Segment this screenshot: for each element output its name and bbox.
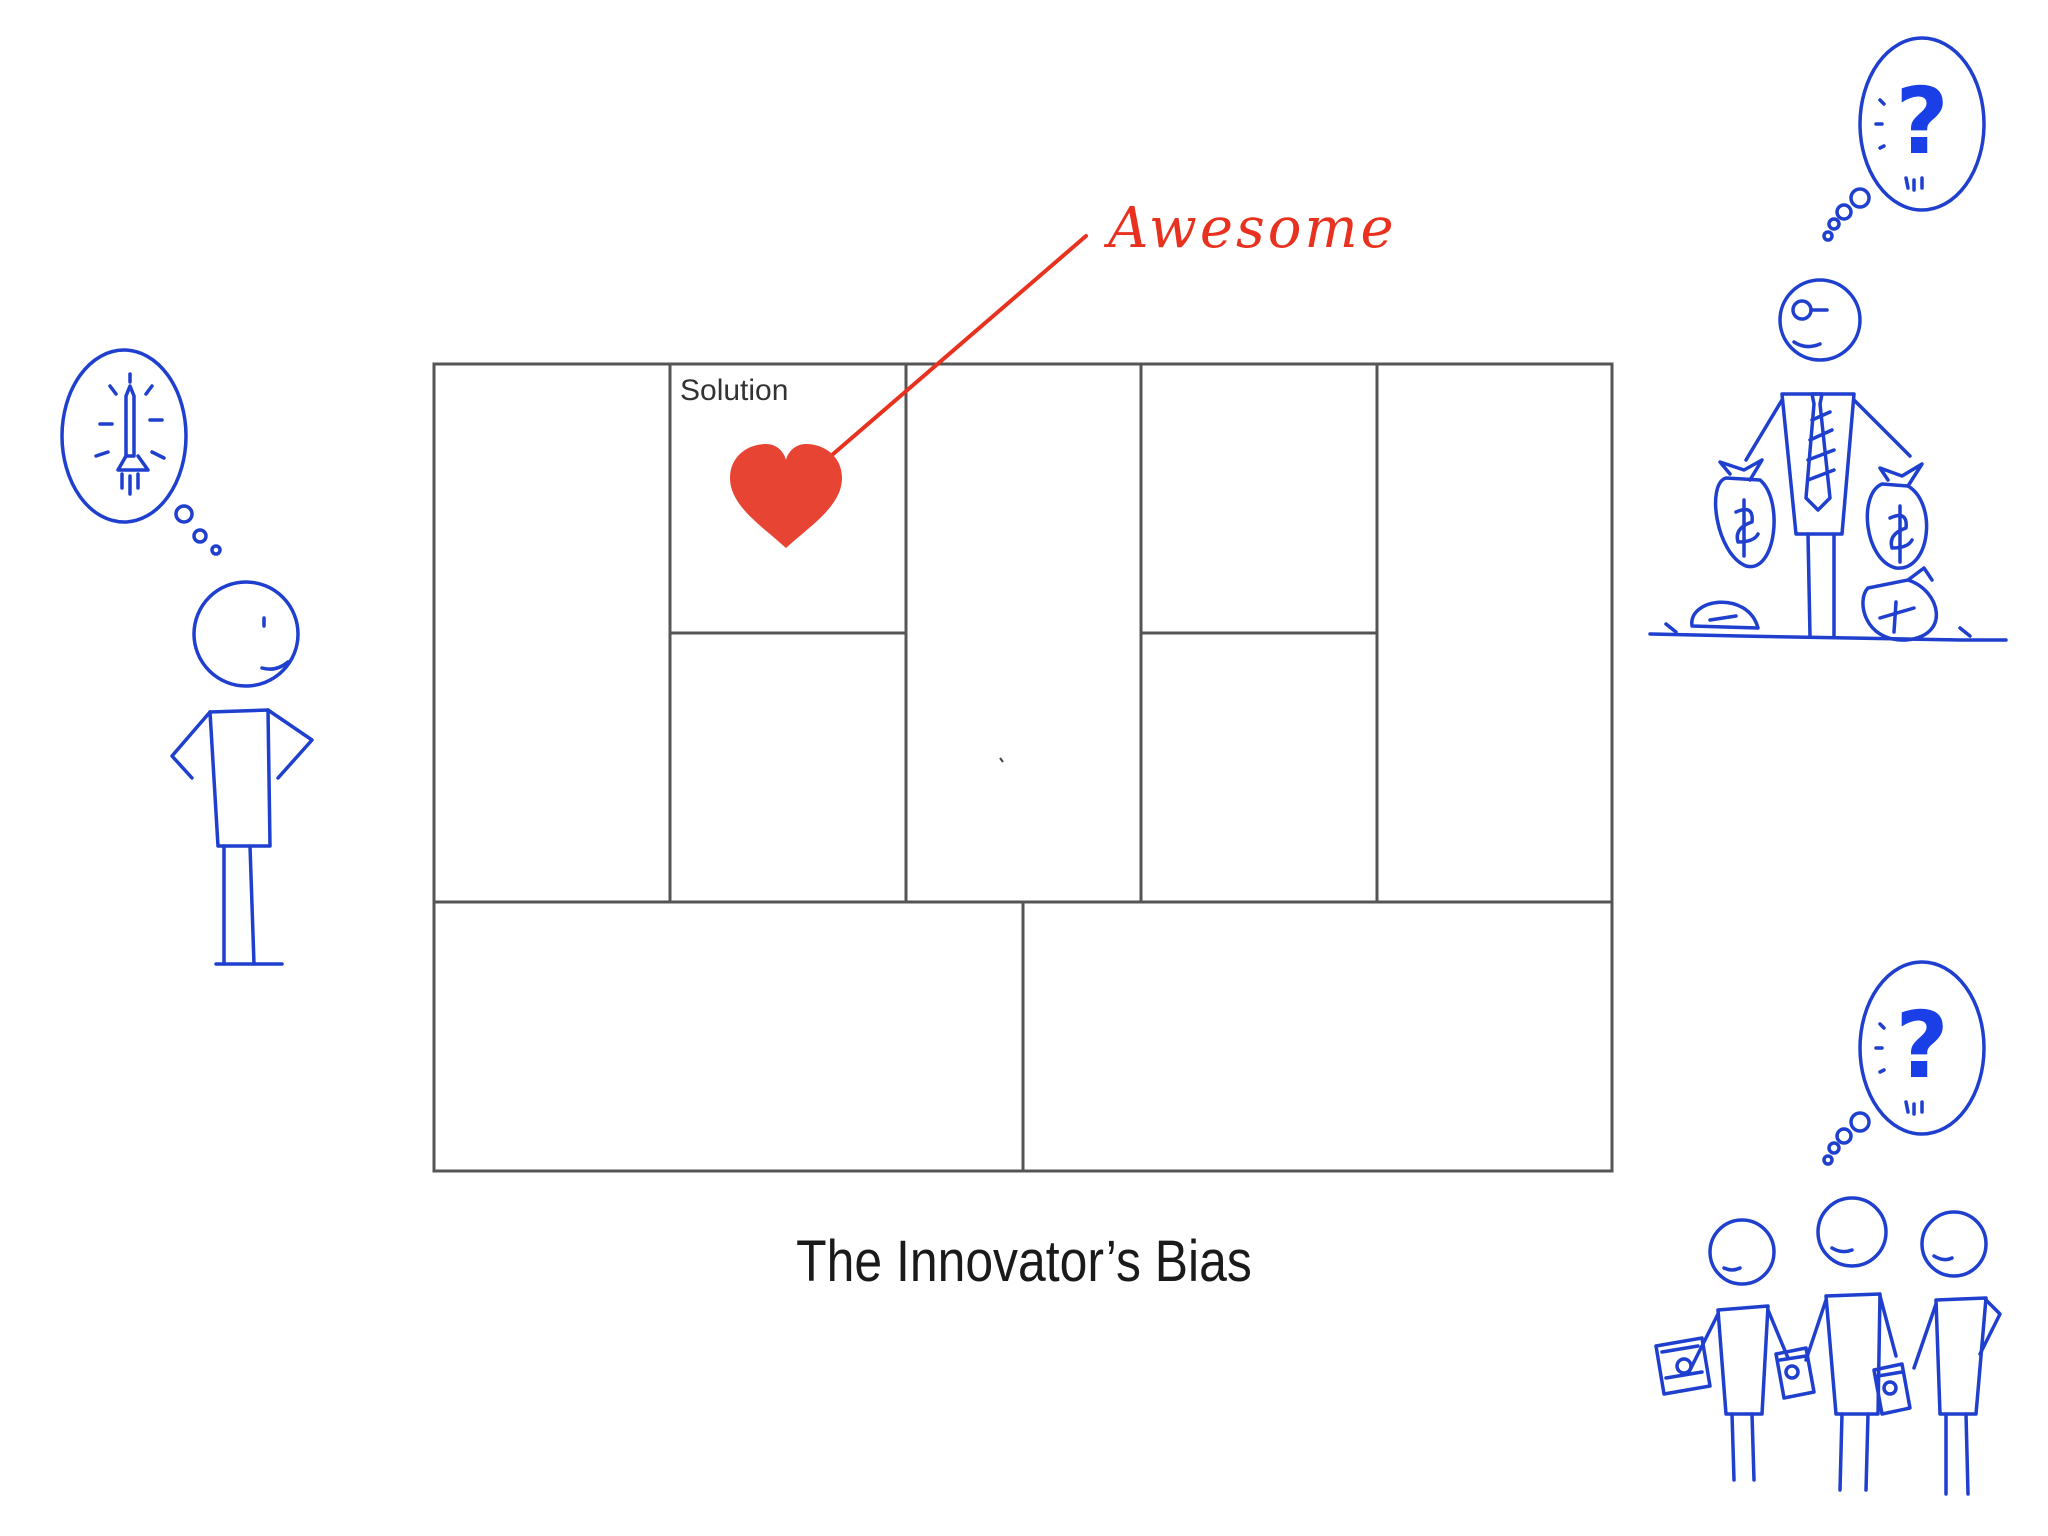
customer-body [1716, 1304, 1770, 1416]
money-bag-icon [1865, 462, 1929, 570]
annotation-pointer-line [830, 234, 1088, 457]
rocket-icon [94, 372, 166, 496]
investor-ground [1648, 632, 2008, 642]
investor-question-mark: ? [1895, 68, 1949, 175]
investor-head [1778, 278, 1862, 362]
banknotes-icon [1872, 1362, 1912, 1416]
innovator-body [208, 708, 272, 848]
money-bag-icon [1690, 600, 1760, 630]
lean-canvas-grid [432, 362, 1614, 1173]
customer-head [1708, 1218, 1776, 1286]
banknotes-icon [1654, 1336, 1712, 1396]
solution-cell-label: Solution [680, 374, 789, 407]
money-bag-icon [1861, 566, 1938, 642]
innovator-head [192, 580, 300, 688]
customer-head [1920, 1210, 1988, 1278]
investor-body [1780, 392, 1856, 536]
investor-figure [1648, 36, 2008, 642]
innovator-thought-bubble [60, 348, 188, 524]
banknotes-icon [1774, 1346, 1816, 1400]
investor-thought-bubble [1858, 36, 1986, 212]
innovator-figure [60, 348, 314, 966]
awesome-annotation: Awesome [1108, 196, 1397, 261]
page-caption: The Innovator’s Bias [796, 1229, 1252, 1294]
customer-body [1824, 1292, 1882, 1416]
customers-thought-bubble [1858, 960, 1986, 1136]
customer-head [1816, 1196, 1888, 1268]
money-bag-icon [1713, 458, 1776, 569]
customers-group [1654, 960, 2002, 1496]
heart-icon [730, 444, 842, 548]
stray-tick-mark [999, 757, 1004, 763]
customer-body [1934, 1296, 1988, 1416]
customers-question-mark: ? [1895, 992, 1949, 1099]
